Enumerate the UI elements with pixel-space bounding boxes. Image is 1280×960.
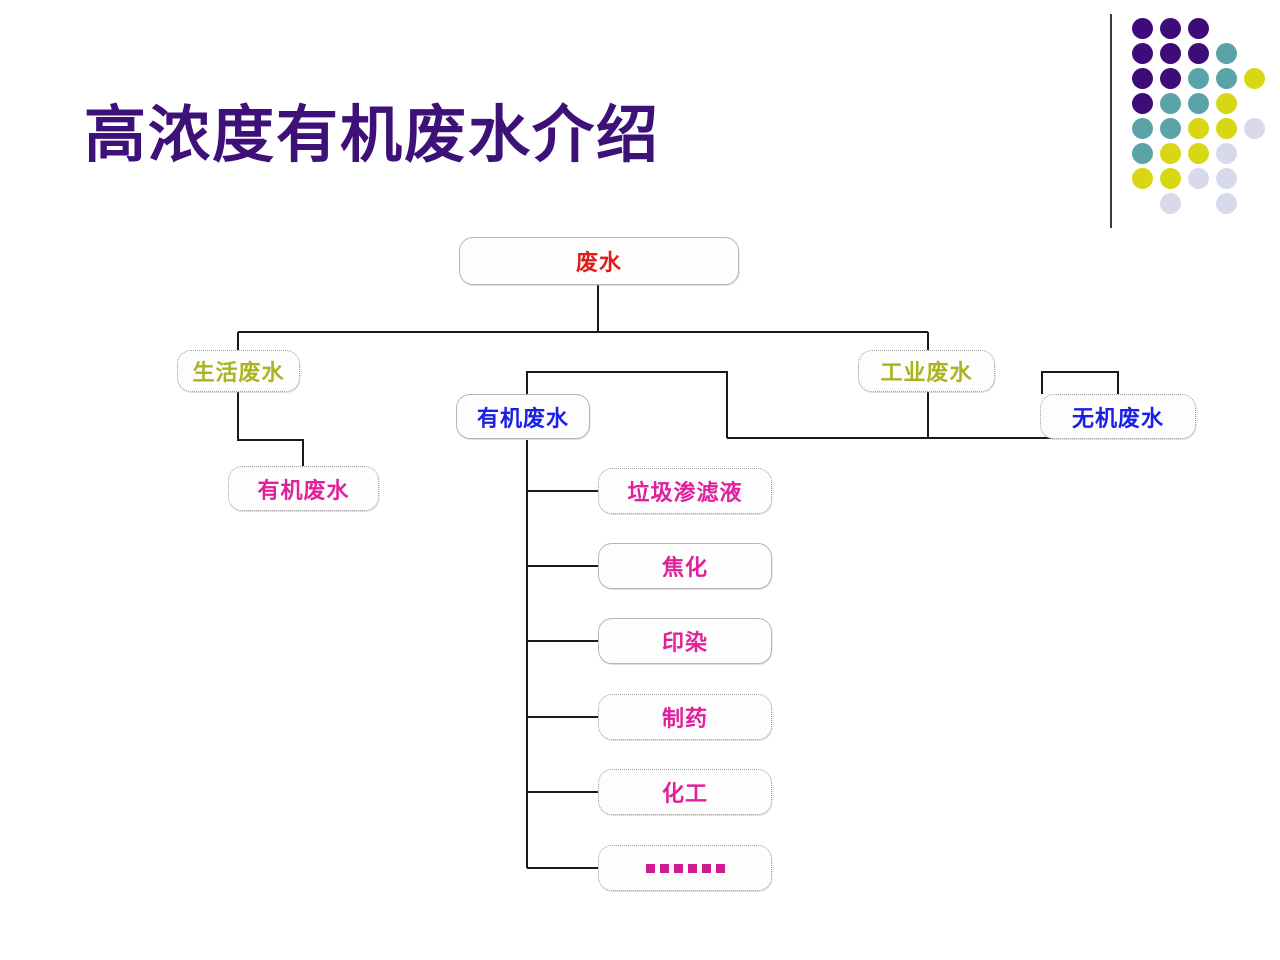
decorative-dot (1132, 43, 1153, 64)
decorative-dot (1160, 68, 1181, 89)
motif-vertical-rule (1110, 14, 1112, 228)
ellipsis-icon (645, 863, 725, 873)
decorative-dot (1160, 93, 1181, 114)
decorative-dot (1160, 168, 1181, 189)
decorative-dot (1132, 18, 1153, 39)
decorative-dot (1160, 193, 1181, 214)
decorative-dot (1216, 43, 1237, 64)
decorative-dot (1160, 143, 1181, 164)
decorative-dot (1188, 18, 1209, 39)
decorative-dot (1216, 168, 1237, 189)
dot-grid (1132, 18, 1268, 224)
node-industrial-organic-wastewater[interactable]: 有机废水 (456, 394, 590, 439)
node-industrial-wastewater[interactable]: 工业废水 (858, 350, 995, 392)
node-domestic-organic-wastewater[interactable]: 有机废水 (228, 466, 379, 511)
node-industrial-inorganic-wastewater[interactable]: 无机废水 (1040, 394, 1196, 439)
node-coking[interactable]: 焦化 (598, 543, 772, 589)
decorative-dot (1132, 118, 1153, 139)
node-ellipsis-more[interactable] (598, 845, 772, 891)
decorative-dot (1132, 93, 1153, 114)
node-pharmaceutical[interactable]: 制药 (598, 694, 772, 740)
decorative-dot (1132, 68, 1153, 89)
node-landfill-leachate[interactable]: 垃圾渗滤液 (598, 468, 772, 514)
decorative-dot (1160, 118, 1181, 139)
node-domestic-wastewater[interactable]: 生活废水 (177, 350, 300, 392)
decorative-dot (1188, 68, 1209, 89)
node-root-wastewater[interactable]: 废水 (459, 237, 739, 285)
decorative-dot (1216, 143, 1237, 164)
decorative-dot (1188, 93, 1209, 114)
decorative-dot (1216, 193, 1237, 214)
decorative-dot (1132, 168, 1153, 189)
decorative-dot (1244, 118, 1265, 139)
decorative-dot (1160, 43, 1181, 64)
decorative-dot (1216, 118, 1237, 139)
decorative-dot (1188, 143, 1209, 164)
decorative-dot (1188, 168, 1209, 189)
decorative-dot (1216, 93, 1237, 114)
decorative-dot (1244, 68, 1265, 89)
page-title: 高浓度有机废水介绍 (84, 98, 661, 171)
decorative-dot (1188, 118, 1209, 139)
decorative-dot (1216, 68, 1237, 89)
decorative-dot (1188, 43, 1209, 64)
decorative-dot (1132, 143, 1153, 164)
node-dyeing[interactable]: 印染 (598, 618, 772, 664)
node-chemical-industry[interactable]: 化工 (598, 769, 772, 815)
decorative-dot (1160, 18, 1181, 39)
dot-motif-decoration (1110, 14, 1270, 228)
